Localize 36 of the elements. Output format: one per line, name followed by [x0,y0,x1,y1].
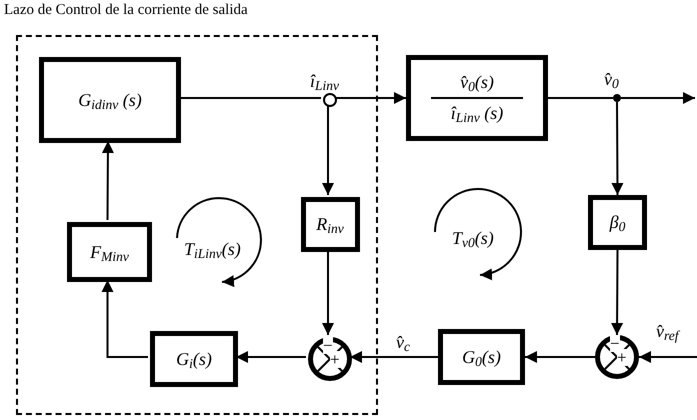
signal-arrow [611,250,624,335]
summing-junction [308,337,352,381]
dashed-group-box [16,35,378,415]
block-box [300,197,360,252]
summing-junction [595,335,639,379]
diagram-title: Lazo de Control de la corriente de salida [4,1,248,20]
math-label: G$_{i}$(s) [176,348,212,372]
plus-sign: + [330,351,340,368]
signal-arrow [525,351,595,363]
minus-sign: − [610,335,620,352]
block-box [150,331,238,387]
block-box [406,55,548,141]
block-box [438,329,525,385]
signal-label: v̂$_{0}$ [604,70,619,88]
minus-sign: − [323,337,333,354]
math-label: R$_{inv}$ [316,213,344,238]
math-label: v̂$_{0}$(s) [460,71,494,96]
math-label: î$_{L}$$_{inv}$ (s) [450,102,504,127]
signal-arrow [236,351,306,363]
signal-label: v̂$_{c}$ [396,333,410,351]
signal-arrow [102,280,148,358]
signal-arrow [322,105,334,195]
signal-arrow [350,351,438,363]
math-label: β$_{0}$ [610,211,626,236]
signal-arrow [611,102,624,195]
plus-sign: + [617,349,627,366]
signal-arrow [639,351,697,363]
block-box [67,222,152,282]
signal-label: T$_{v}$$_{0}$(s) [452,229,494,247]
signal-arrow [621,92,695,104]
block-box [39,57,181,143]
signal-arrow [335,92,406,104]
math-label: G$_{0}$(s) [462,346,501,370]
block-box [588,195,647,250]
math-label: G$_{id}$$_{inv}$ (s) [78,88,142,114]
signal-arrow [102,141,114,220]
